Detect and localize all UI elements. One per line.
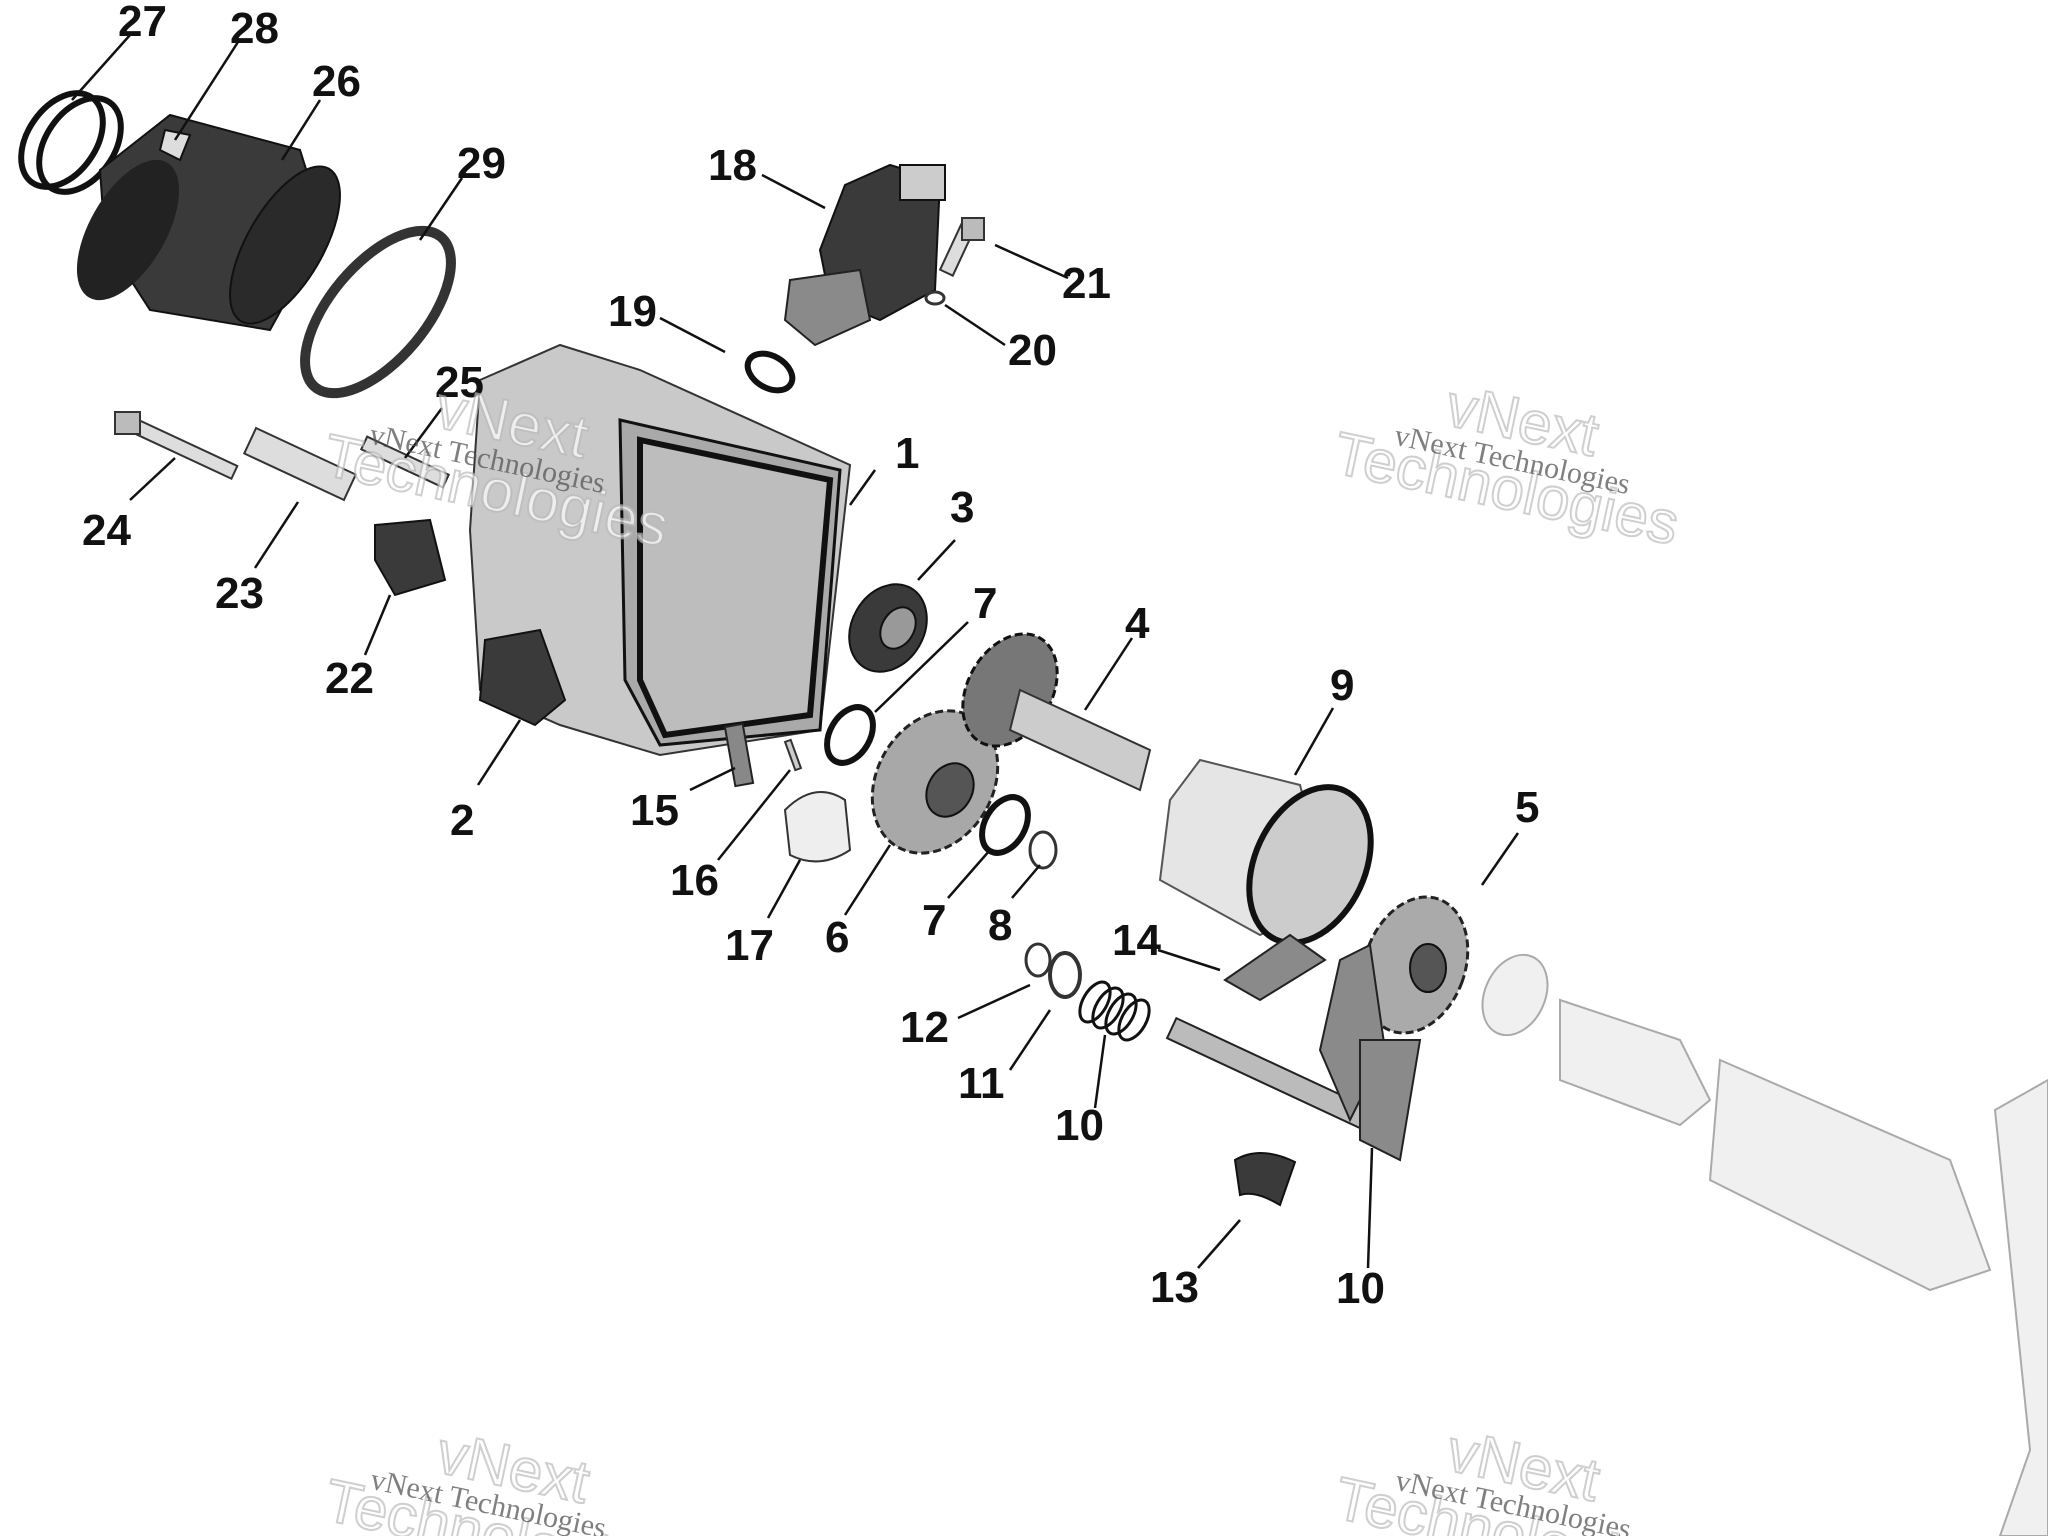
part-bolt-actuator	[938, 217, 985, 277]
part-shaft-4	[961, 632, 1152, 792]
leader-lines	[71, 34, 1520, 1269]
callout-14: 13	[1150, 1263, 1199, 1312]
callouts: 27 28 26 29 18 19 21 20 25 1 3 7 4 9 5 2…	[82, 0, 1539, 1313]
callout-8: 8	[988, 901, 1012, 950]
part-housing	[468, 343, 852, 757]
part-sensor	[242, 426, 358, 502]
callout-ten: 10	[1336, 1264, 1385, 1313]
callout-28: 27	[118, 0, 167, 46]
part-cup	[783, 791, 852, 863]
callout-18: 17	[725, 921, 774, 970]
callout-27: 26	[312, 57, 361, 106]
callout-15: 14	[1112, 916, 1161, 965]
part-washer	[924, 290, 946, 306]
part-clip-13	[1024, 942, 1052, 978]
part-boot	[76, 113, 341, 332]
callout-25: 24	[82, 506, 131, 555]
callout-7b: 7	[922, 896, 946, 945]
part-stud	[723, 722, 755, 788]
callout-17: 16	[670, 856, 719, 905]
callout-5: 5	[1515, 783, 1539, 832]
part-gear-6	[870, 709, 1000, 855]
callout-16: 15	[630, 786, 679, 835]
callout-26: 25	[435, 358, 484, 407]
callout-20: 19	[608, 287, 657, 336]
watermark-bottom-right: vNext Technologies vNext Technologies	[1328, 1416, 1687, 1536]
callout-24: 23	[215, 569, 264, 618]
callout-19: 18	[708, 141, 757, 190]
part-washer-12	[1048, 951, 1082, 999]
part-drum	[1158, 758, 1374, 946]
part-ghost-bracket	[1993, 1078, 2048, 1536]
callout-21: 20	[1008, 326, 1057, 375]
part-shift-shaft	[1165, 933, 1422, 1162]
callout-3: 3	[950, 483, 974, 532]
part-bearing	[848, 583, 928, 673]
part-ghost-drum	[1708, 1058, 1992, 1292]
part-actuator	[783, 163, 946, 347]
part-hose-clamp	[300, 225, 456, 399]
callout-6: 6	[825, 913, 849, 962]
callout-29: 28	[230, 4, 279, 53]
part-ghost-bearing	[1481, 953, 1549, 1037]
callout-4: 4	[1125, 599, 1150, 648]
part-long-bolt	[114, 411, 239, 481]
part-circlip	[1028, 830, 1058, 870]
watermark-line1: vNext	[431, 1419, 595, 1516]
part-ghost-sleeve	[1559, 998, 1712, 1127]
part-spring	[1078, 980, 1151, 1042]
callout-12: 11	[958, 1059, 1005, 1108]
callout-11: 10	[1055, 1101, 1104, 1150]
callout-13: 12	[900, 1003, 949, 1052]
callout-1: 1	[895, 429, 919, 478]
callout-2: 2	[450, 796, 474, 845]
callout-30: 29	[457, 139, 506, 188]
part-bushing	[1233, 1151, 1297, 1207]
part-o-ring-small	[744, 350, 796, 394]
part-thrust-washer-a	[824, 704, 876, 766]
callout-9: 9	[1330, 661, 1354, 710]
part-pin	[783, 738, 803, 772]
callout-22: 21	[1062, 259, 1111, 308]
watermark-top-right: vNext Technologies vNext Technologies	[1327, 370, 1686, 558]
callout-7a: 7	[973, 579, 997, 628]
part-gear-5	[1360, 895, 1470, 1035]
watermark-bottom-left: vNext Technologies vNext Technologies	[318, 1418, 677, 1536]
callout-23: 22	[325, 654, 374, 703]
part-bracket	[374, 518, 447, 597]
